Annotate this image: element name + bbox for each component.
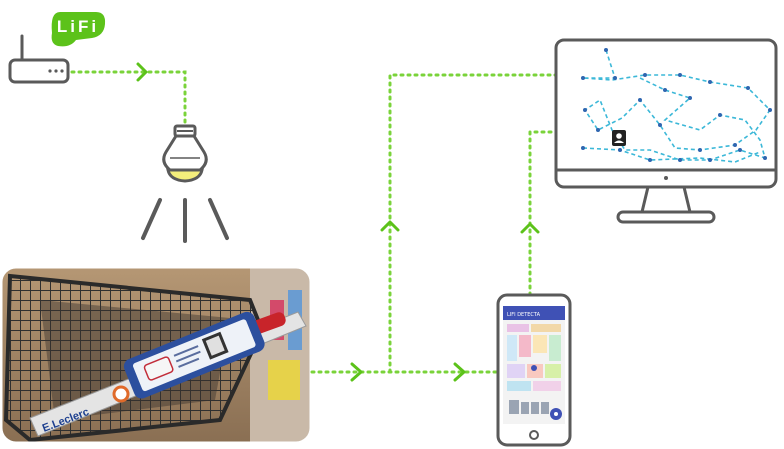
trajectory-path bbox=[582, 49, 772, 161]
bulb-base bbox=[162, 134, 208, 172]
map-block bbox=[521, 402, 529, 414]
light-rays bbox=[141, 198, 229, 243]
router-to-bulb-line bbox=[70, 70, 187, 128]
monitor-icon bbox=[554, 38, 778, 224]
arrow-right-icon bbox=[136, 62, 148, 82]
trajectory-point bbox=[718, 113, 722, 117]
location-marker-body bbox=[614, 140, 624, 143]
trajectory-path bbox=[582, 147, 761, 163]
phone-app-bar-text: LIFI DETECTA bbox=[507, 312, 541, 318]
shopping-cart-photo: E.Leclerc bbox=[2, 268, 310, 442]
trajectory-point bbox=[738, 148, 742, 152]
cart-handle-tip bbox=[252, 312, 286, 334]
arrow-heads bbox=[136, 62, 540, 382]
cart-brand-logo bbox=[112, 385, 130, 403]
map-block bbox=[549, 335, 561, 361]
monitor-base bbox=[616, 210, 716, 224]
light-bulb-icon bbox=[162, 124, 208, 183]
phone-home-button bbox=[529, 430, 539, 440]
map-block bbox=[509, 400, 519, 414]
smartphone-icon: LIFI DETECTA bbox=[496, 293, 572, 447]
map-block bbox=[541, 402, 549, 414]
map-block bbox=[507, 364, 525, 378]
router-led bbox=[54, 69, 58, 73]
photo-border bbox=[1, 267, 311, 443]
trajectory-point bbox=[698, 148, 702, 152]
trajectory-point bbox=[688, 96, 692, 100]
map-block bbox=[531, 402, 539, 414]
trajectory-point bbox=[733, 143, 737, 147]
map-block bbox=[507, 335, 517, 361]
router-led bbox=[48, 69, 52, 73]
trajectory-point bbox=[604, 48, 608, 52]
receiver-sticker bbox=[143, 356, 174, 381]
map-block bbox=[545, 364, 561, 378]
trajectory-points bbox=[581, 48, 772, 162]
trajectory-point bbox=[613, 76, 617, 80]
receiver-text-line bbox=[173, 345, 199, 357]
trajectory-point bbox=[746, 86, 750, 90]
location-marker-head bbox=[616, 133, 622, 139]
cart-to-monitor-line bbox=[388, 73, 558, 374]
trajectory-point bbox=[618, 148, 622, 152]
map-block bbox=[533, 335, 547, 353]
arrow-right-icon bbox=[350, 362, 363, 382]
map-block bbox=[507, 381, 531, 391]
router-icon bbox=[8, 34, 70, 84]
arrow-up-icon bbox=[520, 222, 540, 234]
arrow-right-icon bbox=[453, 362, 466, 382]
receiver-text-line bbox=[178, 357, 200, 368]
trajectory-point bbox=[763, 156, 767, 160]
trajectory-point bbox=[663, 88, 667, 92]
lifi-badge-text: LiFi bbox=[57, 17, 99, 36]
light-ray-icon bbox=[141, 198, 162, 240]
arrow-up-icon bbox=[380, 220, 400, 232]
map-block bbox=[519, 335, 531, 357]
phone-to-monitor-line bbox=[528, 130, 558, 297]
trajectory-point bbox=[768, 108, 772, 112]
trajectory-point bbox=[648, 158, 652, 162]
photo-shelf-item bbox=[268, 360, 300, 400]
trajectory-point bbox=[643, 73, 647, 77]
light-ray-icon bbox=[208, 198, 229, 240]
trajectory-point bbox=[638, 98, 642, 102]
map-position-dot bbox=[531, 365, 537, 371]
monitor-trajectory bbox=[582, 49, 772, 163]
monitor-stand bbox=[640, 185, 692, 214]
router-body bbox=[8, 58, 70, 84]
connector-lines bbox=[70, 70, 558, 374]
lifi-receiver-device bbox=[123, 311, 265, 399]
trajectory-point bbox=[658, 123, 662, 127]
trajectory-point bbox=[581, 146, 585, 150]
map-block bbox=[527, 364, 543, 378]
map-block bbox=[507, 324, 529, 332]
map-block bbox=[531, 324, 561, 332]
trajectory-point bbox=[708, 158, 712, 162]
map-block bbox=[533, 381, 561, 391]
location-marker-icon bbox=[612, 130, 626, 146]
trajectory-point bbox=[678, 73, 682, 77]
phone-fab-dot bbox=[554, 412, 558, 416]
monitor-power-dot bbox=[664, 176, 668, 180]
receiver-qr-code-inner bbox=[205, 335, 225, 356]
monitor-frame bbox=[554, 38, 778, 189]
lifi-badge-cloud bbox=[51, 12, 106, 47]
trajectory-point bbox=[583, 108, 587, 112]
bulb-glow bbox=[166, 168, 204, 183]
router-led bbox=[60, 69, 64, 73]
trajectory-point bbox=[708, 80, 712, 84]
lifi-badge: LiFi bbox=[51, 12, 106, 47]
trajectory-point bbox=[596, 128, 600, 132]
phone-map bbox=[507, 324, 562, 420]
phone-app-bar bbox=[503, 306, 565, 320]
trajectory-point bbox=[678, 158, 682, 162]
trajectory-point bbox=[581, 76, 585, 80]
receiver-text-line bbox=[175, 350, 201, 363]
